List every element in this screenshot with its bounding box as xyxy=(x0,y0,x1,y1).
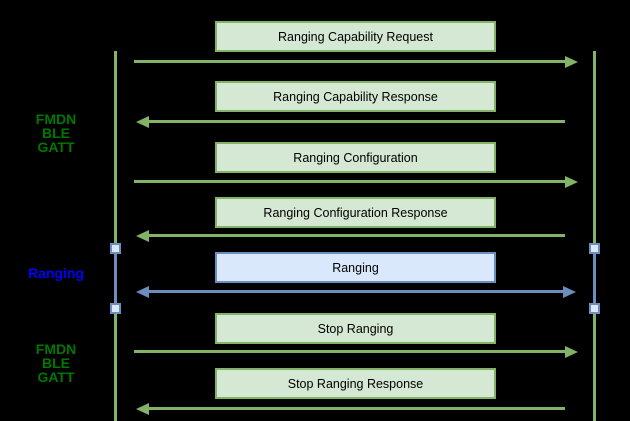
arrowhead-right-icon xyxy=(565,176,578,188)
phase-label-line: GATT xyxy=(37,369,75,385)
message-box-ranging: Ranging xyxy=(215,252,496,283)
message-box-ranging-configuration: Ranging Configuration xyxy=(215,142,496,173)
arrowhead-left-icon xyxy=(136,403,149,415)
lifeline-right xyxy=(593,51,596,421)
arrow-line-right xyxy=(134,60,565,63)
arrow-line-right xyxy=(134,350,565,353)
activation-segment-right xyxy=(593,248,596,308)
message-box-ranging-capability-request: Ranging Capability Request xyxy=(215,21,496,52)
arrow-line-left xyxy=(149,234,565,237)
activation-node-top-left xyxy=(110,243,121,254)
message-box-ranging-capability-response: Ranging Capability Response xyxy=(215,81,496,112)
activation-node-bottom-left xyxy=(110,303,121,314)
arrowhead-left-icon xyxy=(136,230,149,242)
phase-label-line: GATT xyxy=(37,139,75,155)
phase-label-line: BLE xyxy=(42,355,70,371)
arrowhead-left-icon xyxy=(136,116,149,128)
phase-label-ranging: Ranging xyxy=(18,266,94,280)
phase-label-line: FMDN xyxy=(35,341,77,357)
phase-label-line: FMDN xyxy=(35,111,77,127)
arrowhead-right-icon xyxy=(565,56,578,68)
phase-label-fmdn-ble-gatt-top: FMDN BLE GATT xyxy=(18,112,94,154)
phase-label-fmdn-ble-gatt-bottom: FMDN BLE GATT xyxy=(18,342,94,384)
message-box-stop-ranging-response: Stop Ranging Response xyxy=(215,368,496,399)
arrow-line-right xyxy=(134,180,565,183)
arrow-line-left xyxy=(149,407,565,410)
arrowhead-right-icon xyxy=(563,286,576,298)
arrow-line-bidirectional xyxy=(149,290,563,293)
activation-node-bottom-right xyxy=(589,303,600,314)
arrow-line-left xyxy=(149,120,565,123)
activation-segment-left xyxy=(114,248,117,308)
message-box-ranging-configuration-response: Ranging Configuration Response xyxy=(215,197,496,228)
phase-label-line: BLE xyxy=(42,125,70,141)
arrowhead-right-icon xyxy=(565,346,578,358)
message-box-stop-ranging: Stop Ranging xyxy=(215,313,496,344)
phase-label-line: Ranging xyxy=(28,265,84,281)
lifeline-left xyxy=(114,51,117,421)
activation-node-top-right xyxy=(589,243,600,254)
arrowhead-left-icon xyxy=(136,286,149,298)
